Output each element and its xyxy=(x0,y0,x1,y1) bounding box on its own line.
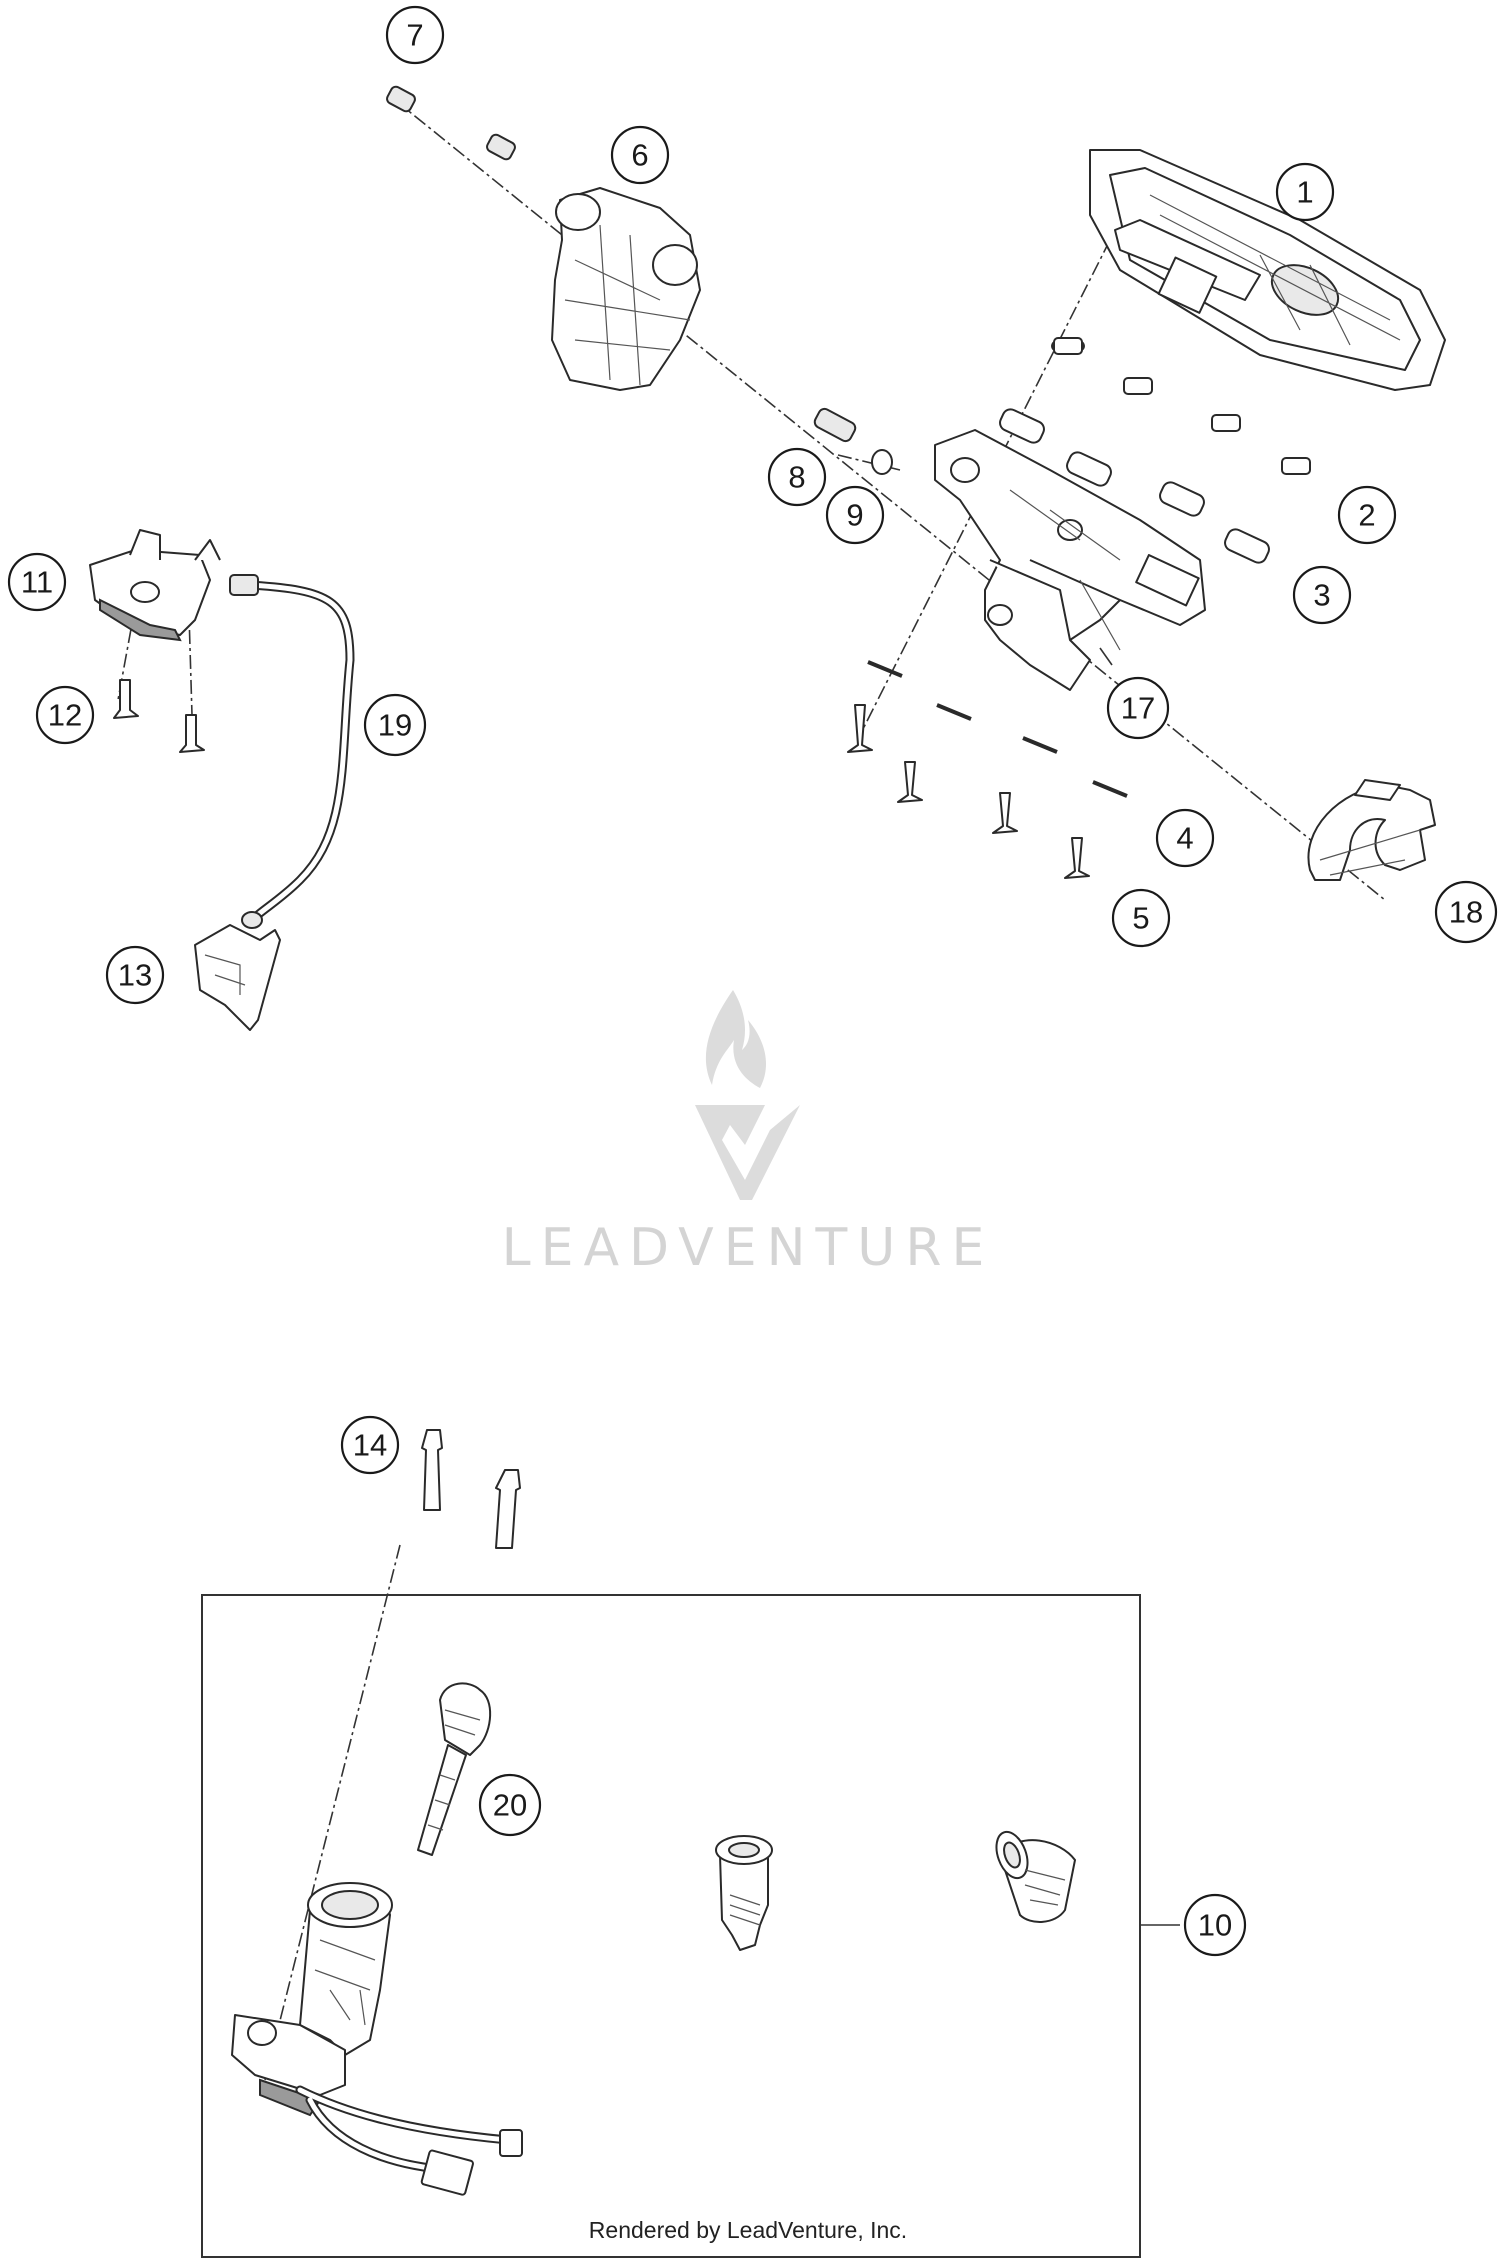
ignition-lock-part xyxy=(231,1882,523,2196)
dampers-3-part xyxy=(999,408,1270,564)
screw-7-part xyxy=(386,85,516,161)
clamp-18-part xyxy=(1307,779,1436,881)
key-20-part xyxy=(417,1682,492,1856)
flame-logo-icon xyxy=(705,990,767,1088)
svg-text:13: 13 xyxy=(118,958,152,993)
svg-text:14: 14 xyxy=(353,1428,387,1463)
callout-20: 20 xyxy=(478,1773,542,1837)
svg-text:1: 1 xyxy=(1296,175,1313,210)
callout-13: 13 xyxy=(105,945,165,1005)
svg-text:17: 17 xyxy=(1121,691,1155,726)
callout-3: 3 xyxy=(1292,565,1352,625)
v-logo-icon xyxy=(695,1105,800,1200)
callout-6: 6 xyxy=(610,125,670,185)
svg-text:3: 3 xyxy=(1313,578,1330,613)
callout-7: 7 xyxy=(385,5,445,65)
svg-text:6: 6 xyxy=(631,138,648,173)
svg-text:7: 7 xyxy=(406,18,423,53)
assembly-axes xyxy=(117,99,1386,2081)
svg-text:19: 19 xyxy=(378,708,412,743)
grommets-2-part xyxy=(1051,337,1311,475)
svg-text:8: 8 xyxy=(788,460,805,495)
svg-text:2: 2 xyxy=(1358,498,1375,533)
callout-12: 12 xyxy=(35,685,95,745)
callout-14: 14 xyxy=(340,1415,400,1475)
callout-5: 5 xyxy=(1111,888,1171,948)
svg-text:9: 9 xyxy=(846,498,863,533)
callout-1: 1 xyxy=(1275,162,1335,222)
callout-18: 18 xyxy=(1434,880,1498,944)
callout-11: 11 xyxy=(7,552,67,612)
svg-text:10: 10 xyxy=(1198,1908,1232,1943)
callout-4: 4 xyxy=(1155,808,1215,868)
svg-text:12: 12 xyxy=(48,698,82,733)
bracket-17-part xyxy=(934,429,1206,691)
sensor-bracket-11-part xyxy=(89,529,221,642)
bolts-5-part xyxy=(847,704,1090,879)
render-credit: Rendered by LeadVenture, Inc. xyxy=(589,2217,907,2243)
callout-8: 8 xyxy=(767,447,827,507)
dashboard-1-part xyxy=(1089,149,1446,391)
seat-lock-cylinder-part xyxy=(995,1830,1076,1923)
svg-text:4: 4 xyxy=(1176,821,1193,856)
lock-cylinder-part xyxy=(715,1835,773,1951)
screws-12-part xyxy=(113,679,205,753)
svg-text:20: 20 xyxy=(493,1788,527,1823)
washer-9-part xyxy=(871,449,893,475)
svg-text:18: 18 xyxy=(1449,895,1483,930)
callout-17: 17 xyxy=(1106,676,1170,740)
sensor-13-part xyxy=(194,924,281,1031)
sensor-cable-19-part xyxy=(229,574,355,929)
screw-8-part xyxy=(813,407,857,443)
pins-14-part xyxy=(421,1429,521,1549)
kit-10-frame xyxy=(201,1594,1141,2258)
callout-10: 10 xyxy=(1183,1893,1247,1957)
callout-9: 9 xyxy=(825,485,885,545)
callout-2: 2 xyxy=(1337,485,1397,545)
cover-6-part xyxy=(551,187,701,391)
leadventure-watermark: LEADVENTURE xyxy=(502,990,995,1278)
svg-text:11: 11 xyxy=(21,565,53,600)
svg-text:5: 5 xyxy=(1132,901,1149,936)
callout-19: 19 xyxy=(363,693,427,757)
watermark-brand: LEADVENTURE xyxy=(502,1218,995,1278)
washers-4-part xyxy=(867,660,1128,798)
